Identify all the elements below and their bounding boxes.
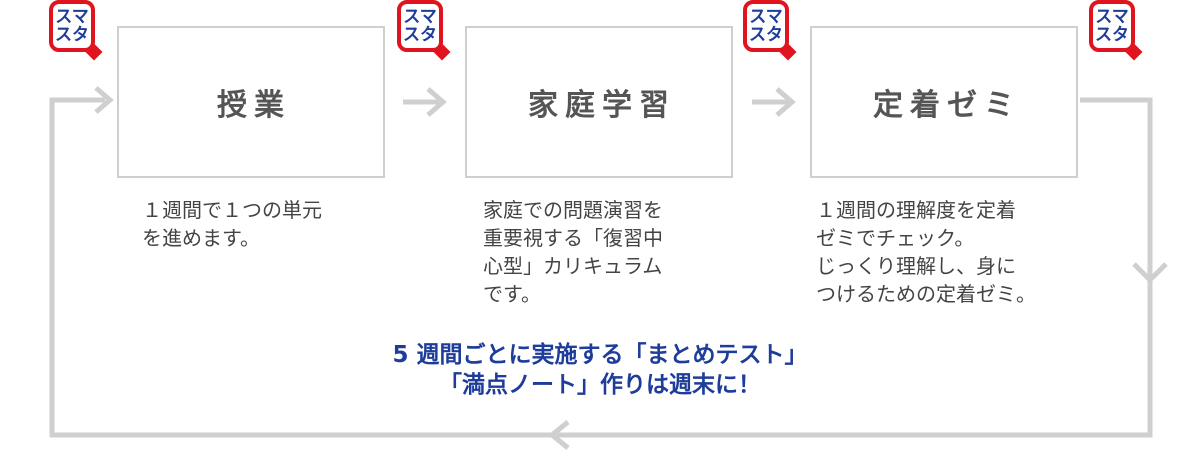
badge-line2: スタ <box>55 25 89 45</box>
arrow-step1-to-step2-icon <box>403 87 447 117</box>
step-box-review-seminar: 定着ゼミ <box>810 26 1078 178</box>
description-line: 心型」カリキュラム <box>483 254 663 278</box>
callout-line: 「満点ノート」作りは週末に！ <box>439 372 761 398</box>
sumasta-badge-icon: スマ スタ <box>743 0 797 61</box>
test-schedule-callout: 5 週間ごとに実施する「まとめテスト」 「満点ノート」作りは週末に！ <box>180 340 1020 400</box>
callout-line: 5 週間ごとに実施する「まとめテスト」 <box>392 342 808 368</box>
badge-line1: スマ <box>749 7 783 27</box>
description-line: １週間の理解度を定着 <box>816 198 1016 222</box>
description-line: １週間で１つの単元 <box>142 198 322 222</box>
badge-line2: スタ <box>403 25 437 45</box>
description-line: じっくり理解し、身に <box>816 254 1016 278</box>
left-chevron-icon <box>548 420 570 450</box>
step-description-review-seminar: １週間の理解度を定着 ゼミでチェック。 じっくり理解し、身に つけるための定着ゼ… <box>816 196 1036 308</box>
step-description-home-study: 家庭での問題演習を 重要視する「復習中 心型」カリキュラム です。 <box>483 196 663 308</box>
arrow-step2-to-step3-icon <box>752 87 796 117</box>
sumasta-badge-icon: スマ スタ <box>1089 0 1143 61</box>
step-title: 授業 <box>217 88 291 123</box>
step-description-lesson: １週間で１つの単元 を進めます。 <box>142 196 322 252</box>
description-line: です。 <box>483 282 541 306</box>
description-line: を進めます。 <box>142 226 260 250</box>
description-line: つけるための定着ゼミ。 <box>816 282 1036 306</box>
badge-line2: スタ <box>1095 25 1129 45</box>
description-line: ゼミでチェック。 <box>816 226 975 250</box>
cycle-loop-line <box>49 97 1153 438</box>
step-title: 定着ゼミ <box>873 88 1021 123</box>
step-box-lesson: 授業 <box>117 26 385 178</box>
step-box-home-study: 家庭学習 <box>465 26 733 178</box>
description-line: 重要視する「復習中 <box>483 226 663 250</box>
badge-line1: スマ <box>1095 7 1129 27</box>
description-line: 家庭での問題演習を <box>483 198 663 222</box>
sumasta-badge-icon: スマ スタ <box>397 0 451 61</box>
step-title: 家庭学習 <box>528 88 676 123</box>
badge-line2: スタ <box>749 25 783 45</box>
badge-line1: スマ <box>55 7 89 27</box>
sumasta-badge-icon: スマ スタ <box>49 0 103 61</box>
arrow-into-step1-icon <box>94 86 114 114</box>
down-chevron-icon <box>1132 262 1168 284</box>
badge-line1: スマ <box>403 7 437 27</box>
